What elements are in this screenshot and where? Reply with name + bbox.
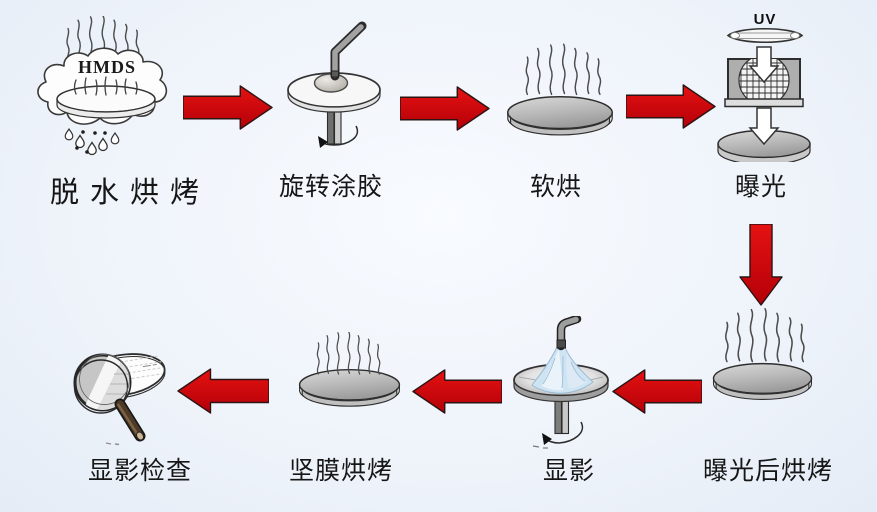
- magnifier-lens: [73, 353, 132, 414]
- magnifier-inspection-icon: [73, 353, 166, 446]
- flow-arrow-left-3: [177, 368, 269, 414]
- developer-spray-icon: [513, 316, 609, 449]
- uv-exposure-icon: UV: [717, 11, 811, 162]
- uv-lamp-icon: [726, 28, 804, 43]
- disk-rim: [513, 379, 609, 403]
- hotplate-wafer-steam-icon: [298, 332, 401, 407]
- steam-icon: [525, 43, 602, 96]
- label-hard-bake: 坚膜烘烤: [288, 457, 393, 485]
- developer-liquid: [531, 346, 594, 394]
- label-soft-bake: 软烘: [529, 173, 582, 201]
- uv-label: UV: [754, 11, 777, 28]
- label-development-inspection: 显影检查: [87, 457, 192, 485]
- station-dehydration-bake: HMDS: [30, 10, 180, 160]
- light-arrow-bottom: [748, 107, 780, 146]
- hotplate-wafer-steam-icon: [507, 43, 613, 136]
- hmds-label: HMDS: [78, 57, 136, 77]
- disk-rim: [287, 89, 381, 113]
- droplet-dots: [75, 130, 107, 154]
- hotplate-wafer-steam-icon: [712, 307, 813, 401]
- wafer-icon: [298, 368, 401, 407]
- hmds-vapor-bake-icon: HMDS: [37, 16, 168, 156]
- flow-arrow-right-1: [183, 85, 273, 130]
- vapor-dashes: [73, 76, 138, 96]
- dispense-nozzle-icon: [330, 21, 367, 81]
- wafer-icon: [507, 96, 613, 136]
- floor-marks: [105, 442, 120, 446]
- flow-arrow-right-2: [400, 86, 490, 131]
- droplets: [64, 128, 120, 156]
- station-development-inspection: [56, 344, 186, 452]
- label-development: 显影: [542, 457, 595, 485]
- station-hard-bake: [292, 332, 407, 417]
- station-development: [505, 316, 620, 456]
- dispense-nozzle-icon: [556, 316, 582, 351]
- light-arrow-top: [748, 46, 780, 84]
- label-exposure: 曝光: [734, 173, 787, 201]
- label-dehydration-bake: 脱水烘烤: [49, 177, 210, 209]
- station-exposure: UV: [705, 4, 825, 162]
- station-post-exposure-bake: [708, 303, 823, 415]
- flow-arrow-right-3: [626, 84, 716, 129]
- spin-coater-icon: [287, 21, 381, 148]
- rotation-arrow: [532, 421, 584, 449]
- station-soft-bake: [505, 40, 620, 145]
- label-post-exposure-bake: 曝光后烘烤: [702, 457, 833, 485]
- flow-arrow-left-1: [612, 369, 702, 414]
- magnifier-handle: [114, 398, 146, 442]
- label-spin-coating: 旋转涂胶: [278, 173, 383, 201]
- rotation-arrow: [318, 125, 359, 148]
- wafer-rim: [56, 98, 156, 119]
- station-spin-coating: [282, 16, 397, 151]
- flow-arrow-down: [739, 224, 783, 306]
- flow-arrow-left-2: [412, 369, 502, 414]
- steam-icon: [724, 307, 805, 363]
- steam-icon: [316, 332, 381, 375]
- wafer-icon: [712, 362, 813, 401]
